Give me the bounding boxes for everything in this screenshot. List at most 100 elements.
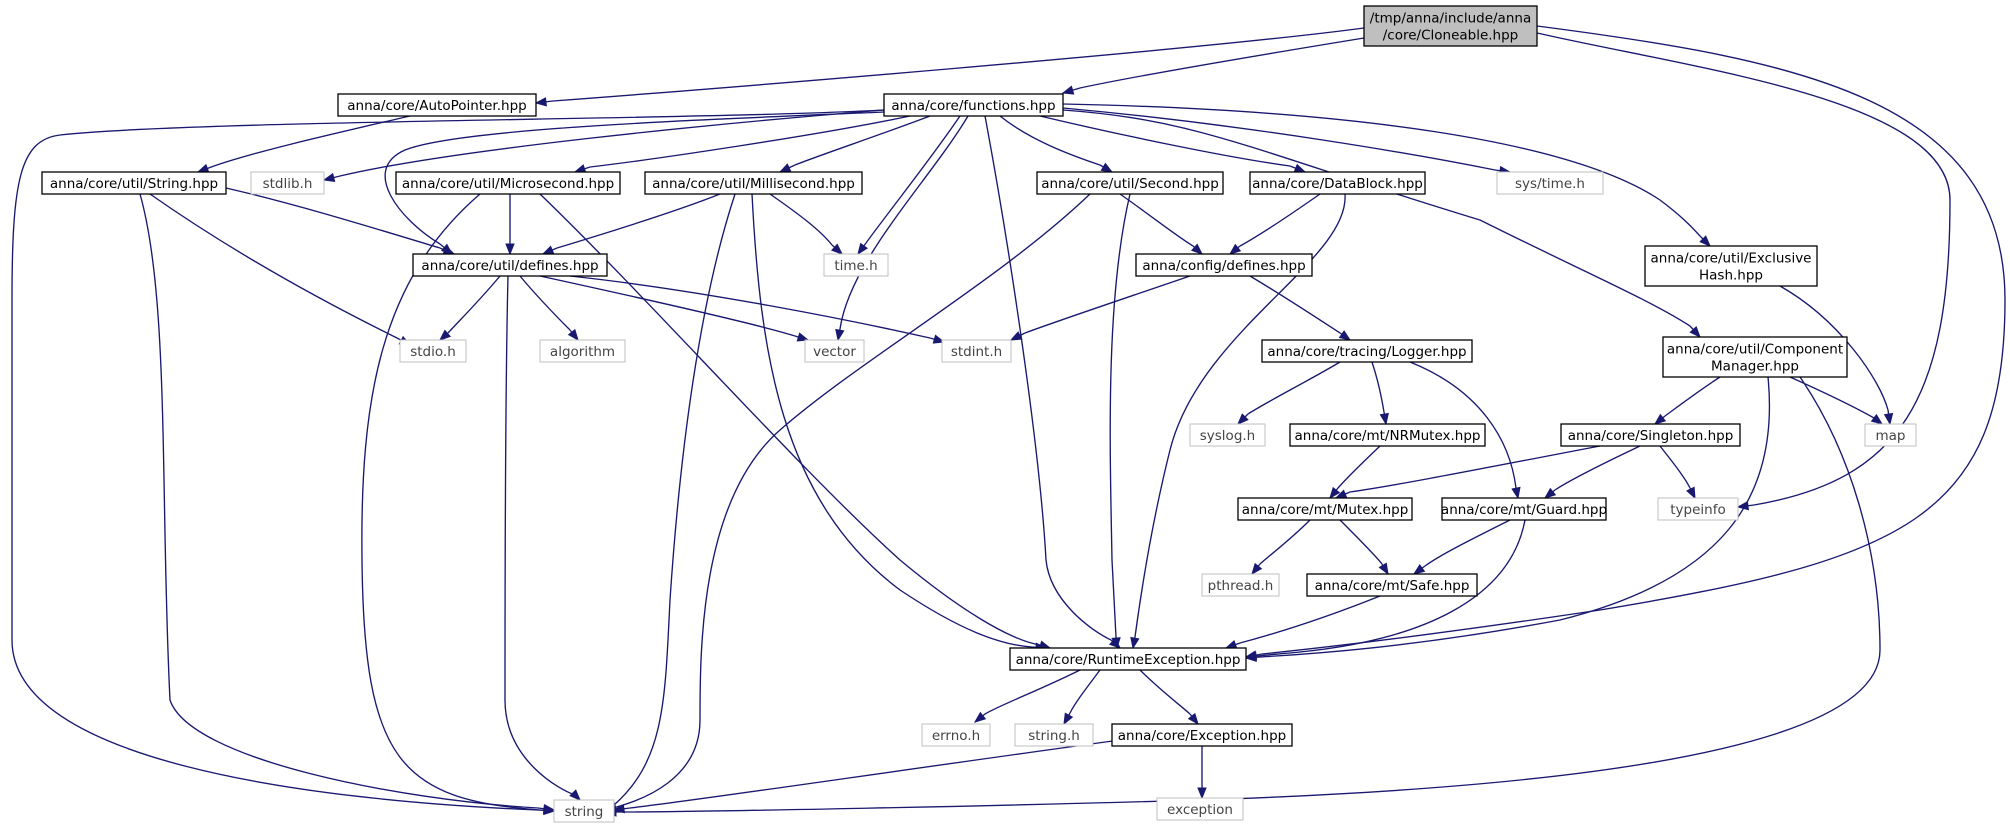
edge-arrowhead — [567, 328, 579, 342]
edge-arrowhead — [322, 172, 336, 183]
edge-functions-to-stdlib — [322, 109, 885, 183]
node-safe[interactable]: anna/core/mt/Safe.hpp — [1306, 573, 1478, 597]
node-datablock[interactable]: anna/core/DataBlock.hpp — [1249, 171, 1426, 195]
node-config_defines[interactable]: anna/config/defines.hpp — [1135, 253, 1313, 277]
edge-line — [794, 115, 931, 166]
edge-arrowhead — [1130, 636, 1140, 650]
edge-arrowhead — [835, 328, 845, 342]
edge-guard-to-safe — [1412, 519, 1511, 575]
node-autopointer[interactable]: anna/core/AutoPointer.hpp — [337, 93, 537, 117]
edge-line — [361, 193, 541, 811]
edge-singleton-to-mutex — [1334, 445, 1601, 499]
edge-line — [225, 187, 441, 249]
node-label: anna/core/RuntimeException.hpp — [1016, 652, 1241, 668]
edge-line — [1062, 107, 1496, 171]
edge-millisecond-to-runtimeexception — [751, 193, 1048, 652]
node-label: anna/core/util/Microsecond.hpp — [402, 176, 614, 192]
node-box — [1261, 339, 1473, 363]
edge-arrowhead — [778, 163, 792, 173]
edge-arrowhead — [1379, 412, 1389, 426]
edge-microsecond-to-util_defines — [505, 194, 515, 256]
edge-line — [984, 669, 1081, 715]
edge-functions-to-exclusivehash — [1062, 103, 1711, 247]
node-stdlib: stdlib.h — [250, 171, 325, 195]
edge-line — [1339, 519, 1383, 565]
edge-line — [1349, 445, 1601, 493]
node-cloneable[interactable]: /tmp/anna/include/anna/core/Cloneable.hp… — [1363, 5, 1538, 47]
edge-arrowhead — [1653, 413, 1667, 425]
edge-line — [1554, 445, 1641, 491]
edge-line — [539, 193, 1041, 646]
node-box — [395, 171, 621, 195]
node-runtimeexception[interactable]: anna/core/RuntimeException.hpp — [1009, 647, 1247, 671]
edge-line — [1409, 361, 1517, 489]
edge-logger-to-syslog — [1237, 361, 1341, 425]
node-label: anna/core/Singleton.hpp — [1568, 428, 1734, 444]
edge-line — [569, 275, 931, 339]
node-box — [1363, 5, 1538, 47]
edge-exception_hpp-to-exception — [1197, 746, 1207, 800]
edge-line — [339, 109, 885, 177]
edge-runtimeexception-to-string_h — [1063, 669, 1101, 726]
edge-config_defines-to-stdint — [1009, 275, 1191, 341]
edge-arrowhead — [1224, 640, 1238, 649]
node-guard[interactable]: anna/core/mt/Guard.hpp — [1441, 497, 1607, 521]
edge-line — [447, 275, 501, 334]
node-util_defines[interactable]: anna/core/util/defines.hpp — [412, 253, 608, 277]
node-nrmutex[interactable]: anna/core/mt/NRMutex.hpp — [1289, 423, 1486, 447]
edge-line — [539, 275, 796, 337]
edge-arrowhead — [1063, 712, 1074, 726]
node-box — [250, 171, 325, 195]
node-label: anna/core/functions.hpp — [891, 98, 1055, 114]
node-box — [41, 171, 227, 195]
edge-arrowhead — [1689, 326, 1701, 338]
node-box — [1306, 573, 1478, 597]
edge-arrowhead — [932, 334, 946, 344]
edge-line — [519, 275, 571, 331]
edge-arrowhead — [1412, 563, 1426, 575]
node-label: anna/core/tracing/Logger.hpp — [1267, 344, 1466, 360]
edge-functions-to-componentmanager — [1062, 109, 1701, 338]
node-string_hpp[interactable]: anna/core/util/String.hpp — [41, 171, 227, 195]
node-logger[interactable]: anna/core/tracing/Logger.hpp — [1261, 339, 1473, 363]
node-label: anna/core/DataBlock.hpp — [1252, 176, 1423, 192]
edge-guard-to-runtimeexception — [1244, 519, 1526, 661]
edge-line — [1139, 669, 1191, 715]
node-microsecond[interactable]: anna/core/util/Microsecond.hpp — [395, 171, 621, 195]
edge-runtimeexception-to-errno — [973, 669, 1081, 723]
node-errno: errno.h — [921, 723, 991, 747]
edge-line — [1109, 193, 1131, 638]
edge-line — [751, 193, 1033, 648]
node-label: string.h — [1028, 728, 1080, 744]
node-exception_hpp[interactable]: anna/core/Exception.hpp — [1111, 723, 1293, 747]
edge-safe-to-runtimeexception — [1224, 595, 1381, 649]
node-singleton[interactable]: anna/core/Singleton.hpp — [1560, 423, 1741, 447]
edge-functions-to-time_h — [857, 115, 961, 256]
edge-line — [1664, 376, 1721, 417]
edge-line — [1261, 25, 2006, 655]
edge-line — [1239, 193, 1321, 247]
node-functions[interactable]: anna/core/functions.hpp — [883, 93, 1064, 117]
node-label: vector — [813, 344, 856, 360]
edge-functions-to-vector — [835, 115, 969, 342]
edge-line — [1424, 519, 1511, 567]
node-box — [1441, 497, 1607, 521]
node-label: stdint.h — [951, 344, 1002, 360]
edge-functions-to-second — [999, 115, 1114, 173]
node-string: string — [553, 799, 615, 823]
node-box — [1111, 723, 1293, 747]
edge-line — [1789, 376, 1875, 419]
edge-line — [1249, 275, 1341, 334]
node-label: anna/core/Exception.hpp — [1118, 728, 1286, 744]
node-stdint: stdint.h — [941, 339, 1012, 363]
edge-arrowhead — [534, 97, 547, 107]
node-label: map — [1876, 428, 1906, 444]
edge-util_defines-to-stdio — [438, 275, 501, 341]
edge-functions-to-millisecond — [778, 115, 931, 173]
node-mutex[interactable]: anna/core/mt/Mutex.hpp — [1237, 497, 1413, 521]
node-second[interactable]: anna/core/util/Second.hpp — [1036, 171, 1224, 195]
edge-arrowhead — [1187, 712, 1199, 726]
node-millisecond[interactable]: anna/core/util/Millisecond.hpp — [644, 171, 863, 195]
